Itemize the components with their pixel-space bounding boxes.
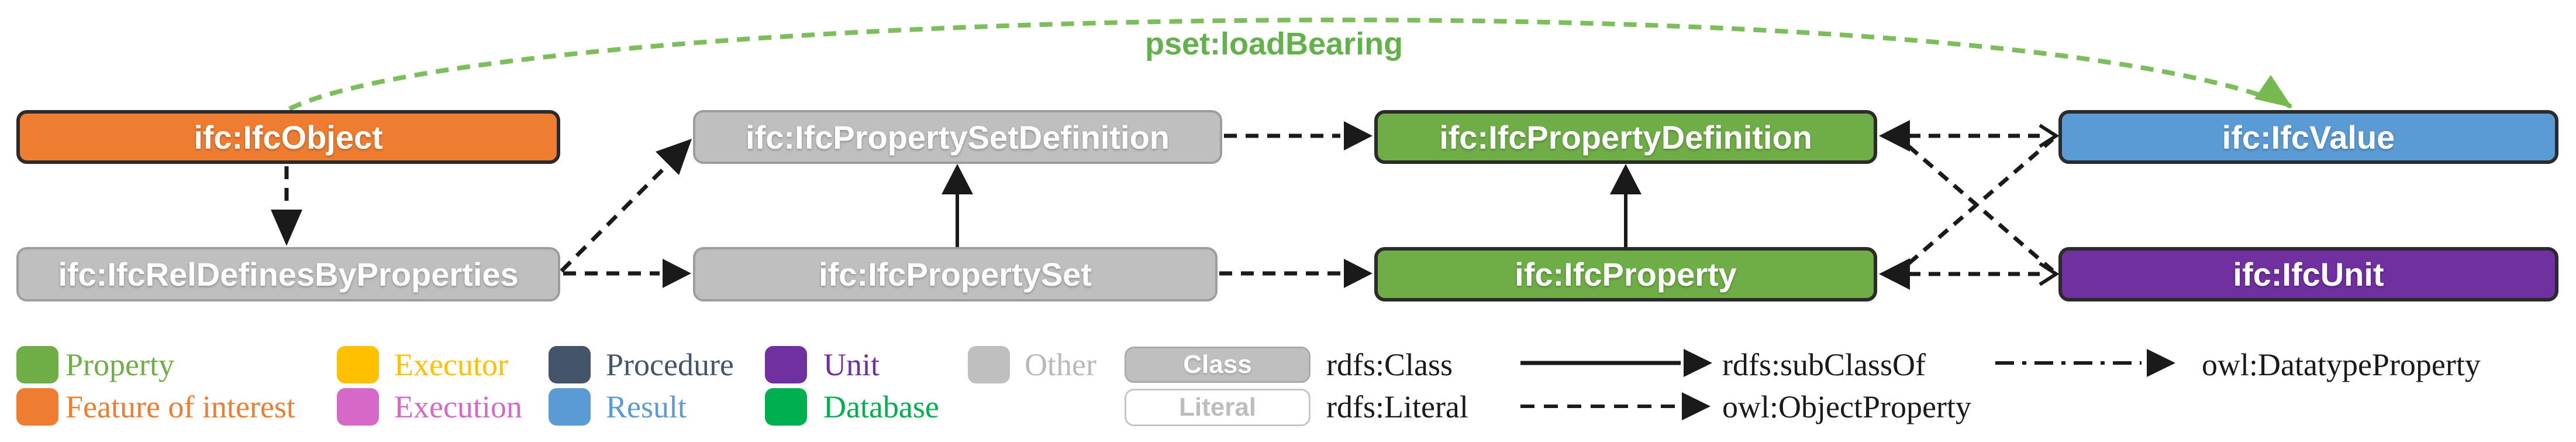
edge-propertyset-subclassof-propertysetdefinition [942,164,973,247]
legend-label-result: Result [606,389,687,424]
legend-arrow-objectproperty [1520,392,1711,420]
node-ifc-object: ifc:IfcObject [16,110,560,164]
legend-swatch-property [16,346,58,383]
legend-label-datatypeproperty: owl:DatatypeProperty [2202,347,2481,382]
node-ifc-rel-defines-by-properties: ifc:IfcRelDefinesByProperties [16,247,560,301]
legend-label-other: Other [1025,347,1096,382]
edge-propertysetdefinition-to-propertydefinition [1224,121,1373,150]
legend-label-unit: Unit [823,347,880,382]
node-ifc-value: ifc:IfcValue [2058,110,2558,164]
legend-label-procedure: Procedure [606,347,734,382]
node-ifc-property-set-definition: ifc:IfcPropertySetDefinition [693,110,1222,164]
node-ifc-property-set: ifc:IfcPropertySet [693,247,1218,301]
node-ifc-unit: ifc:IfcUnit [2058,247,2558,301]
node-ifc-property-definition: ifc:IfcPropertyDefinition [1374,110,1877,164]
legend-swatch-other [968,346,1010,383]
legend-swatch-execution [337,388,379,426]
node-ifc-property: ifc:IfcProperty [1374,247,1877,301]
edge-loadbearing-arc [288,18,2292,111]
legend-label-feature-of-interest: Feature of interest [65,389,295,424]
legend-label-rdfs-class: rdfs:Class [1326,347,1453,382]
edge-object-to-reldefines [271,166,302,246]
legend-label-subclassof: rdfs:subClassOf [1722,347,1926,382]
loadbearing-arrowhead-icon [2254,75,2292,108]
loadbearing-arc-label: pset:loadBearing [1145,26,1403,61]
legend-swatch-result [549,388,591,426]
edge-reldefines-to-propertyset [563,259,691,288]
legend-swatch-procedure [549,346,591,383]
legend-swatch-feature-of-interest [16,388,58,426]
legend-label-database: Database [823,389,939,424]
legend-arrow-subclassof [1520,349,1712,377]
legend-label-executor: Executor [394,347,508,382]
legend-arrow-datatypeproperty [1995,349,2175,377]
chevron-into-ifcunit-icon [2039,262,2060,286]
edge-property-subclassof-propertydefinition [1610,164,1642,247]
legend-label-objectproperty: owl:ObjectProperty [1722,389,1971,424]
legend-literal-box: Literal [1125,389,1311,426]
legend-label-property: Property [65,347,174,382]
legend-label-rdfs-literal: rdfs:Literal [1326,389,1468,424]
legend-label-execution: Execution [394,389,522,424]
edges-property-value-unit-cross [1879,120,2060,290]
legend-swatch-unit [765,346,807,383]
edge-propertyset-to-property [1219,259,1373,288]
legend-swatch-executor [337,346,379,383]
edge-reldefines-to-propertysetdefinition [560,139,692,273]
legend-class-box: Class [1125,347,1311,383]
chevron-into-ifcvalue-icon [2039,124,2060,148]
legend-swatch-database [765,388,807,426]
